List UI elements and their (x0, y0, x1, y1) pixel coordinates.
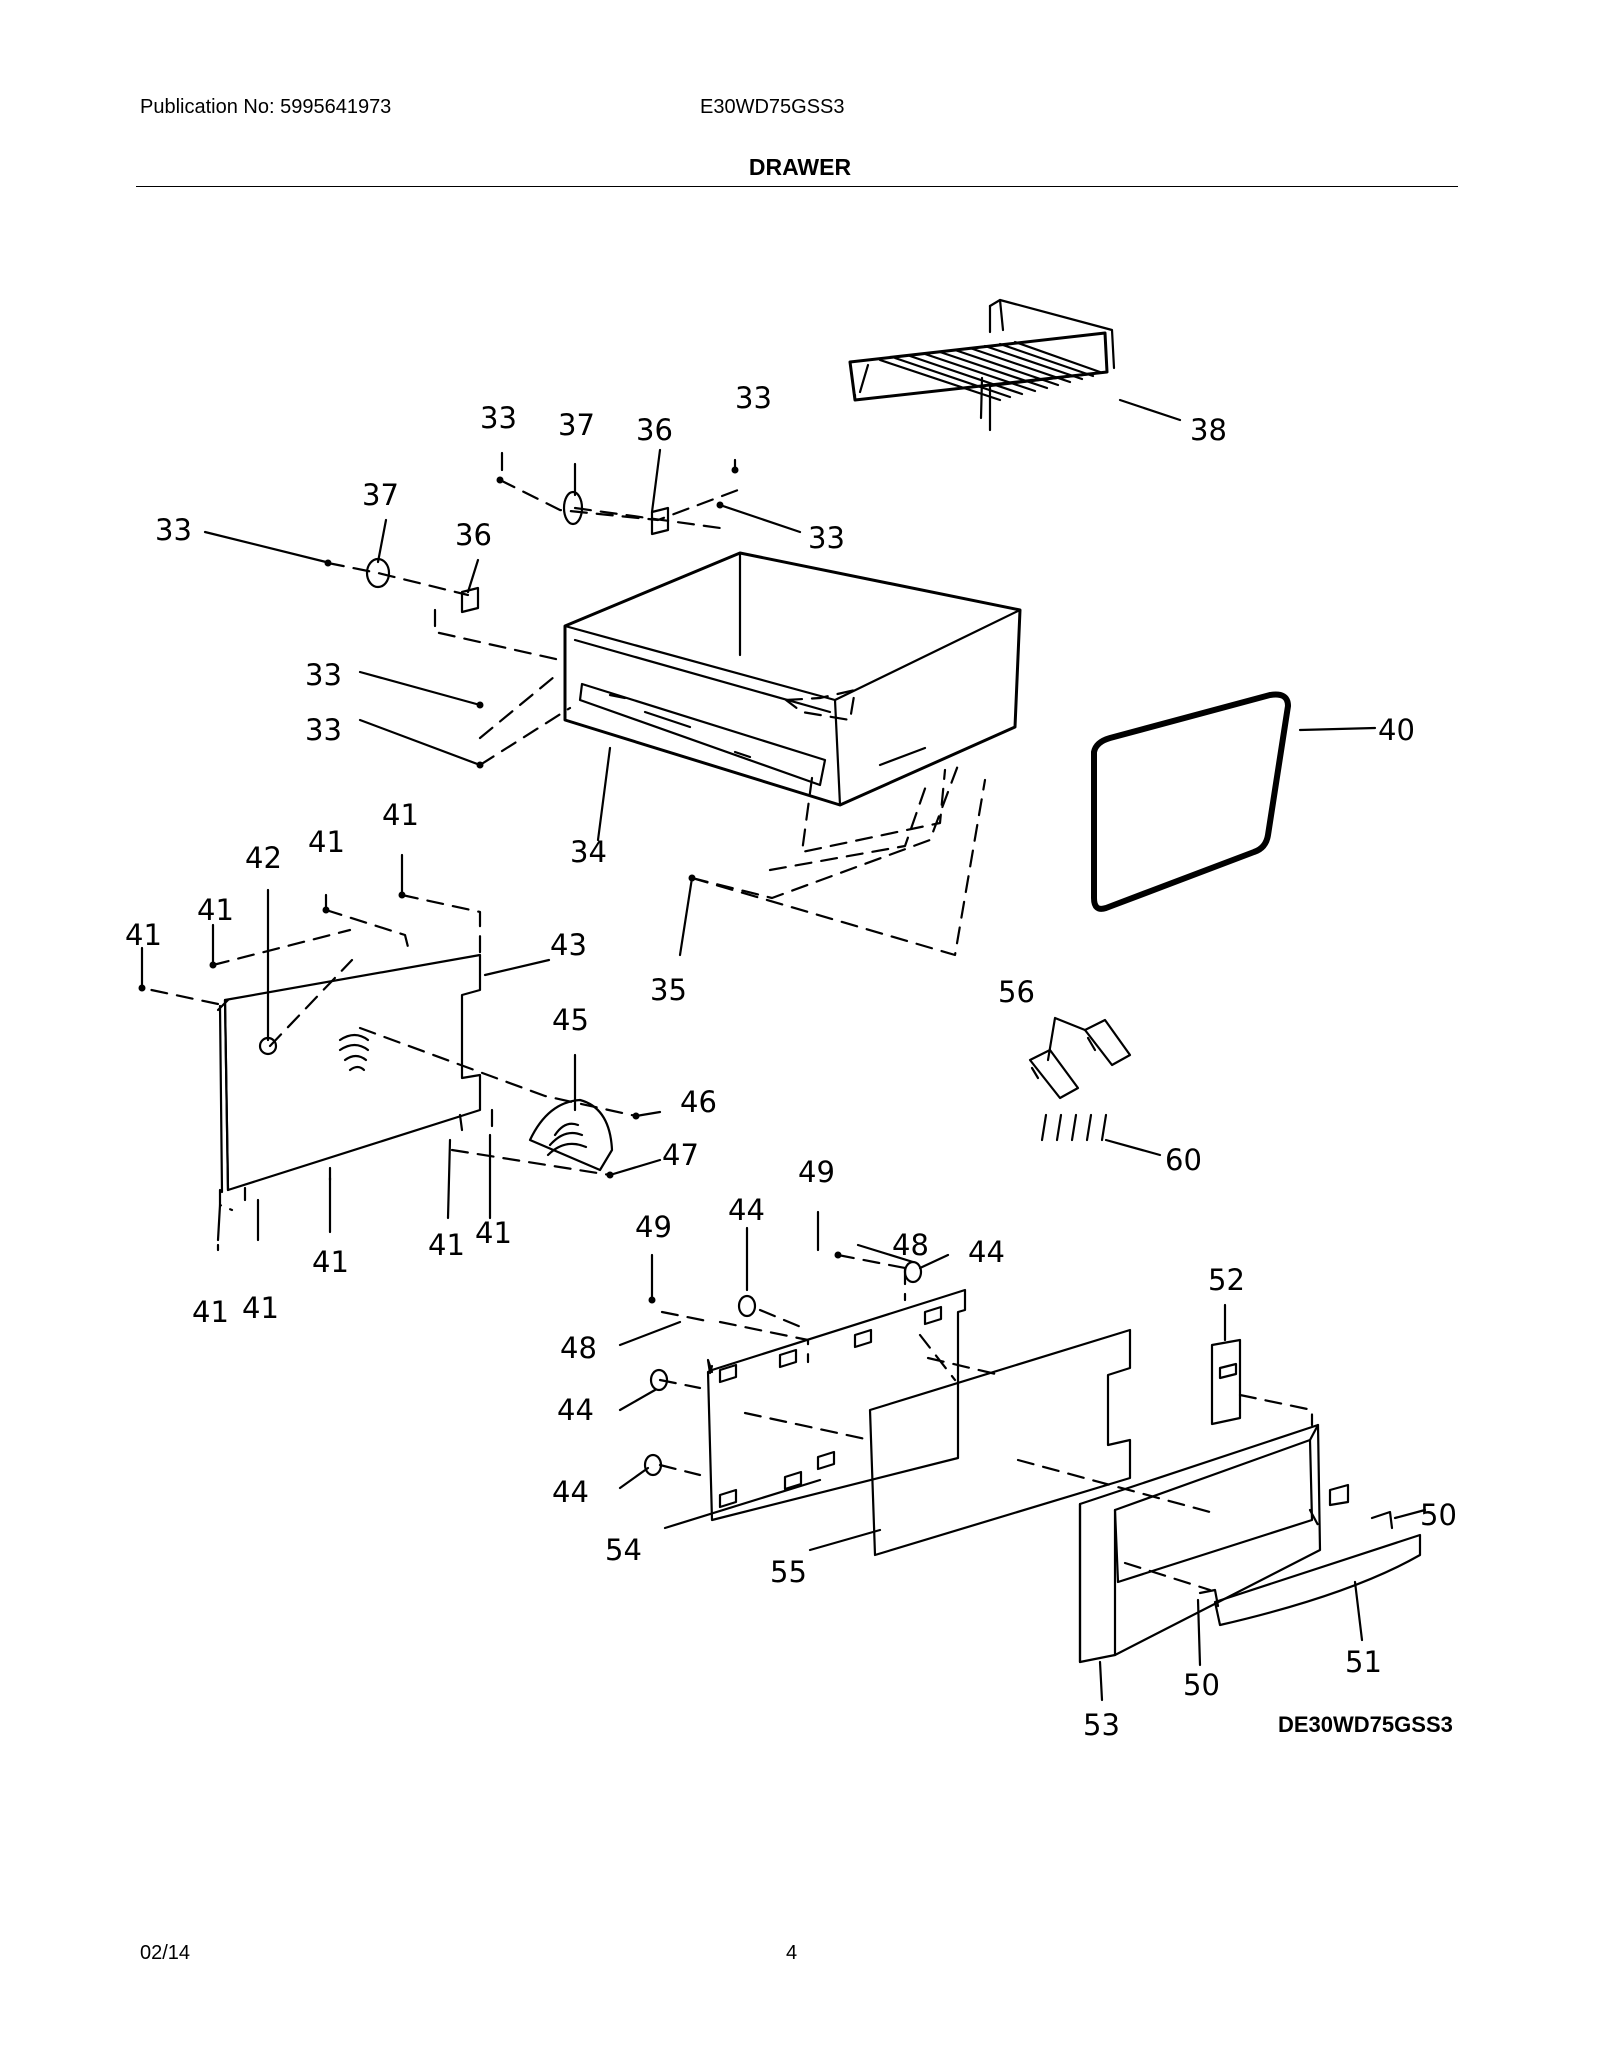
callout: 33 (155, 513, 192, 547)
screws (1040, 1113, 1108, 1142)
callout: 41 (382, 798, 419, 832)
drawer-handle (1198, 1510, 1422, 1627)
callout: 44 (557, 1393, 594, 1427)
callout: 44 (552, 1475, 589, 1509)
callout: 33 (305, 713, 342, 747)
callout: 55 (770, 1555, 807, 1589)
callout: 35 (650, 973, 687, 1007)
section-title: DRAWER (748, 154, 852, 180)
callout: 33 (480, 401, 517, 435)
callout: 54 (605, 1533, 642, 1567)
mounting-brackets (1028, 1018, 1132, 1100)
header-rule (136, 186, 1458, 187)
callout: 36 (636, 413, 673, 447)
drawer-bin (563, 551, 1022, 807)
insulation-panel (868, 1328, 1132, 1557)
page-number: 4 (786, 1942, 798, 1964)
callout: 44 (728, 1193, 765, 1227)
callout: 49 (798, 1155, 835, 1189)
callout: 42 (245, 841, 282, 875)
assembly-lines (140, 478, 1320, 1592)
callout: 41 (192, 1295, 229, 1329)
callout: 41 (242, 1291, 279, 1325)
callout: 41 (308, 825, 345, 859)
drawer-front-panel (1078, 1423, 1350, 1664)
wire-rack (848, 298, 1116, 432)
callout: 41 (475, 1216, 512, 1250)
callout: 37 (362, 478, 399, 512)
drawer-gasket (1091, 691, 1291, 912)
callout: 41 (428, 1228, 465, 1262)
small-parts (258, 490, 923, 1477)
callout: 41 (125, 918, 162, 952)
callout: 43 (550, 928, 587, 962)
callout: 33 (305, 658, 342, 692)
callout: 51 (1345, 1645, 1382, 1679)
callout: 52 (1208, 1263, 1245, 1297)
callout: 40 (1378, 713, 1415, 747)
callout: 48 (892, 1228, 929, 1262)
drawer-back-panel (218, 953, 482, 1194)
connection-dots (138, 466, 842, 1304)
panel-cap (528, 1098, 614, 1172)
control-cover (1210, 1338, 1242, 1426)
callout: 44 (968, 1235, 1005, 1269)
callout: 48 (560, 1331, 597, 1365)
publication-number: Publication No: 5995641973 (140, 96, 392, 118)
callout: 41 (312, 1245, 349, 1279)
callout: 41 (197, 893, 234, 927)
callout: 46 (680, 1085, 717, 1119)
footer-date: 02/14 (140, 1942, 191, 1964)
callout: 38 (1190, 413, 1227, 447)
callout: 53 (1083, 1708, 1120, 1742)
callout: 34 (570, 835, 607, 869)
callout: 45 (552, 1003, 589, 1037)
callout: 50 (1420, 1498, 1457, 1532)
callout-labels: 33 33 33 33 33 33 34 35 36 36 37 37 38 4… (125, 381, 1457, 1742)
leader-lines (140, 398, 1427, 1702)
diagram-code: DE30WD75GSS3 (1278, 1712, 1453, 1737)
callout: 50 (1183, 1668, 1220, 1702)
callout: 60 (1165, 1143, 1202, 1177)
callout: 56 (998, 975, 1035, 1009)
callout: 36 (455, 518, 492, 552)
callout: 49 (635, 1210, 672, 1244)
callout: 37 (558, 408, 595, 442)
inner-drawer-panel (706, 1288, 967, 1522)
model-number: E30WD75GSS3 (700, 96, 845, 118)
callout: 33 (808, 521, 845, 555)
callout: 47 (662, 1138, 699, 1172)
callout: 33 (735, 381, 772, 415)
